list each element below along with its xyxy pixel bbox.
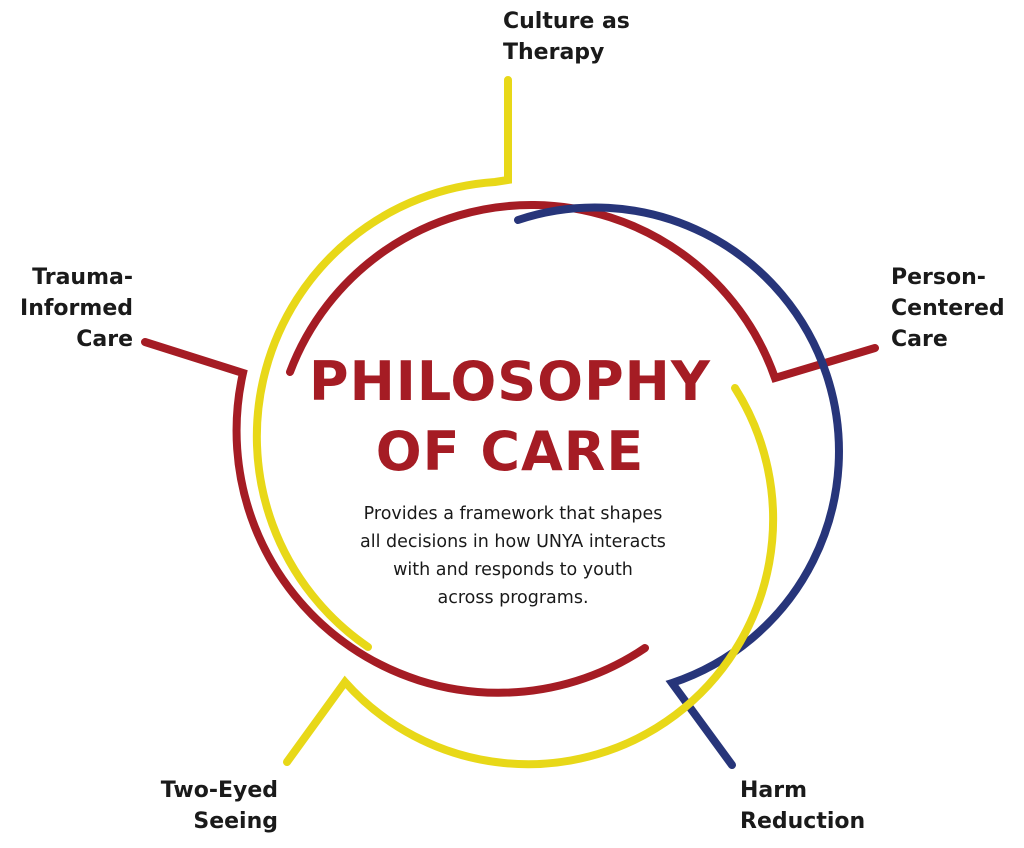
label-line: Seeing <box>193 809 278 834</box>
description-line: Provides a framework that shapes <box>363 504 663 524</box>
description-line: with and responds to youth <box>393 560 633 580</box>
label-two-eyed-seeing: Two-Eyed Seeing <box>161 775 278 837</box>
harm-blue-arc <box>514 203 843 769</box>
label-line: Centered <box>891 296 1005 321</box>
description-line: across programs. <box>437 588 589 608</box>
label-trauma-informed-care: Trauma- Informed Care <box>20 262 133 355</box>
label-person-centered-care: Person- Centered Care <box>891 262 1005 355</box>
person-red-arc <box>286 201 879 383</box>
description-line: all decisions in how UNYA interacts <box>360 532 666 552</box>
label-line: Reduction <box>740 809 866 834</box>
label-line: Care <box>891 327 948 352</box>
label-culture-as-therapy: Culture as Therapy <box>503 6 630 68</box>
two-eyed-yellow-arc <box>283 384 778 769</box>
label-line: Therapy <box>503 40 605 65</box>
label-line: Person- <box>891 265 986 290</box>
culture-yellow-arc <box>252 76 512 651</box>
title-line-2: OF CARE <box>375 420 645 483</box>
trauma-red-arc <box>141 338 649 697</box>
label-line: Harm <box>740 778 808 803</box>
title-line-1: PHILOSOPHY <box>309 350 711 413</box>
label-line: Two-Eyed <box>160 778 278 803</box>
label-line: Trauma- <box>32 265 133 290</box>
label-line: Culture as <box>503 9 630 34</box>
label-line: Informed <box>20 296 133 321</box>
label-line: Care <box>76 327 133 352</box>
description: Provides a framework that shapes all dec… <box>310 500 716 612</box>
label-harm-reduction: Harm Reduction <box>740 775 865 837</box>
